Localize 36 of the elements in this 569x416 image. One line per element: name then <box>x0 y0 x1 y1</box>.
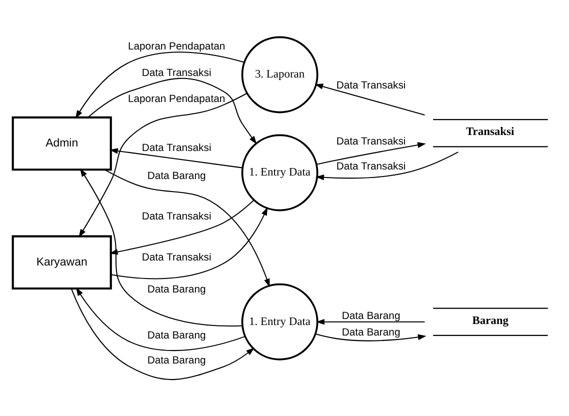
edge-label: Data Transaksi <box>142 142 212 154</box>
arrow <box>316 151 458 180</box>
node-box: Admin <box>12 116 112 170</box>
edge-label: Data Barang <box>147 330 206 342</box>
arrow <box>314 83 425 115</box>
arrow <box>316 318 425 324</box>
node-text: Barang <box>472 314 509 326</box>
arrow <box>88 77 257 144</box>
edge-label: Data Transaksi <box>336 161 406 172</box>
edge-label: Laporan Pendapatan <box>128 93 226 104</box>
arrow <box>315 333 426 341</box>
arrow <box>104 168 270 287</box>
edge-label: Data Transaksi <box>336 80 406 91</box>
edge-label: Data Barang <box>147 284 206 296</box>
edge-label: Data Transaksi <box>142 211 212 222</box>
arrow <box>75 51 244 118</box>
node-box: Karyawan <box>12 234 112 290</box>
edge-label: Data Barang <box>342 310 400 322</box>
arrow <box>316 142 426 164</box>
edge-label: Data Transaksi <box>142 67 212 78</box>
arrow <box>80 168 242 326</box>
edge-label: Data Barang <box>147 355 206 366</box>
arrow <box>76 286 246 350</box>
arrow <box>109 199 254 254</box>
node-text: Transaksi <box>466 125 514 138</box>
node-circle: 1. Entry Data <box>241 282 318 360</box>
node-circle: 3. Laporan <box>241 36 318 113</box>
edge-label: Data Barang <box>342 326 400 338</box>
edge-label: Data Transaksi <box>336 136 406 148</box>
arrow <box>110 206 268 279</box>
edge-label: Data Barang <box>147 170 206 182</box>
arrow <box>78 92 248 238</box>
arrow <box>110 148 243 168</box>
arrow <box>70 288 254 380</box>
edge-label: Laporan Pendapatan <box>128 41 226 52</box>
edge-label: Data Transaksi <box>142 252 212 263</box>
